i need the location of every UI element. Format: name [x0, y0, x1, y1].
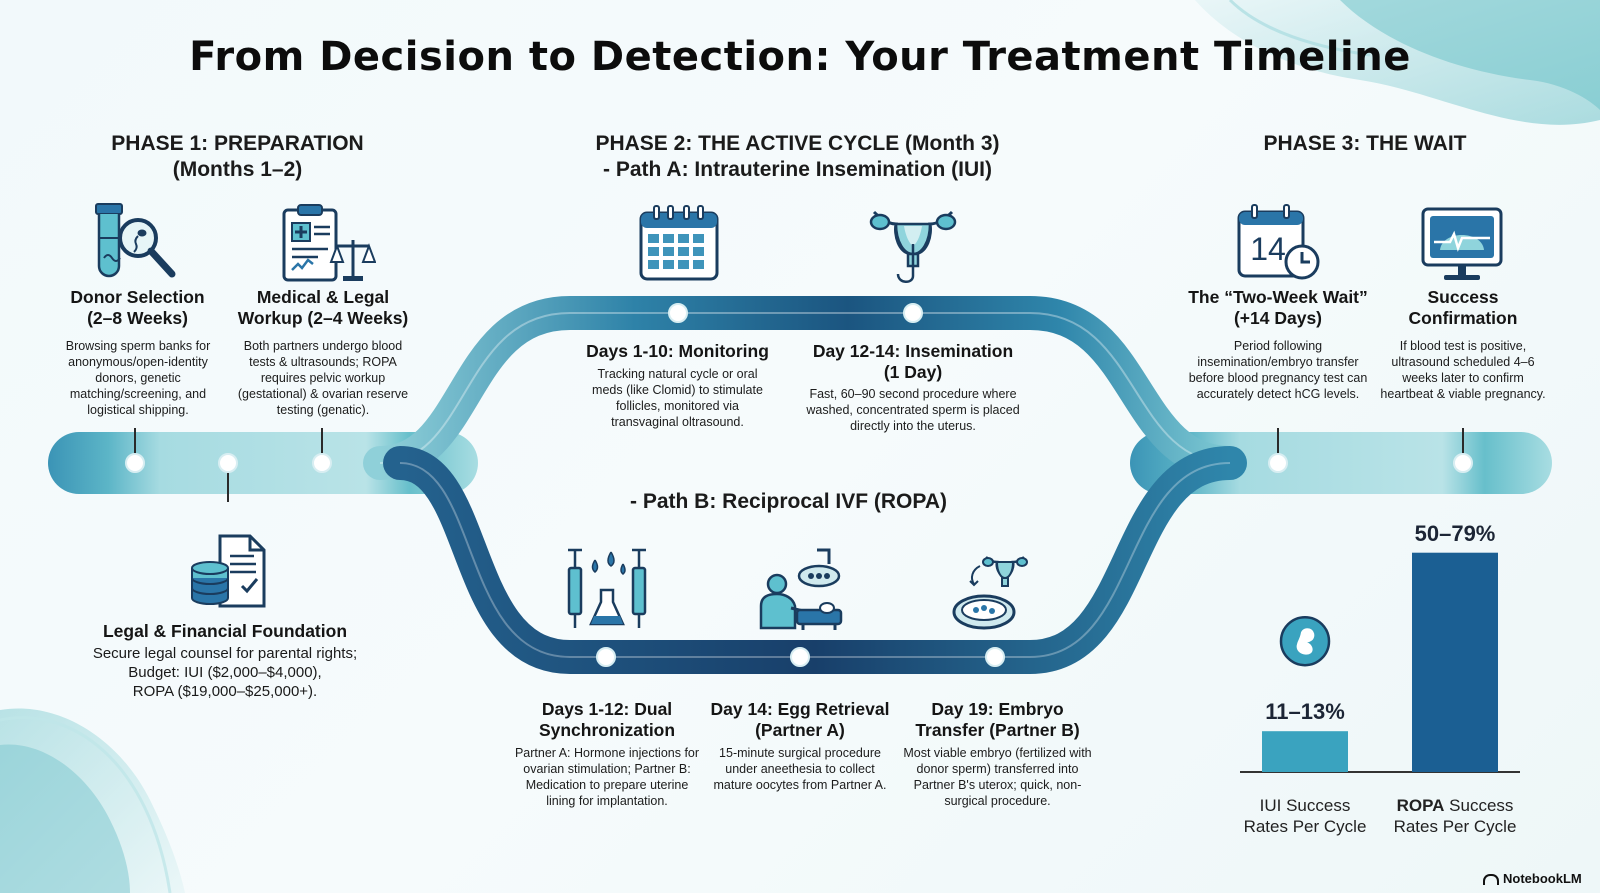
legal-title: Legal & Financial Foundation — [102, 621, 348, 641]
transfer-title: Day 19: Embryo Transfer (Partner B) — [905, 699, 1090, 741]
syringes-vials-icon — [567, 548, 647, 628]
node-wait — [1268, 453, 1288, 473]
donor-title-line1: Donor Selection — [70, 287, 205, 307]
retrieval-title-line1: Day 14: Egg Retrieval — [710, 699, 890, 719]
phase1-title-line1: PHASE 1: PREPARATION — [111, 132, 364, 155]
phase2-title: PHASE 2: THE ACTIVE CYCLE (Month 3) - Pa… — [545, 131, 1050, 182]
path-b-label: - Path B: Reciprocal IVF (ROPA) — [630, 490, 947, 513]
transfer-title-line1: Day 19: Embryo — [931, 699, 1064, 719]
clipboard-scales-icon — [282, 204, 376, 282]
ropa-rate-label: 50–79% — [1414, 520, 1496, 546]
insemination-title-line2: (1 Day) — [883, 362, 943, 382]
calendar-icon — [639, 205, 719, 281]
legal-desc-line2: Budget: IUI ($2,000–$4,000), — [128, 664, 322, 682]
wait-title-line2: (+14 Days) — [1233, 308, 1323, 328]
ropa-bar — [1412, 552, 1498, 772]
success-title: Success Confirmation — [1378, 287, 1548, 329]
medical-desc: Both partners undergo blood tests & ultr… — [237, 339, 409, 417]
transfer-desc: Most viable embryo (fertilized with dono… — [903, 746, 1092, 808]
retrieval-title: Day 14: Egg Retrieval (Partner A) — [700, 699, 900, 741]
iui-label-line2: Rates Per Cycle — [1243, 817, 1367, 837]
node-retrieval — [790, 647, 810, 667]
iui-bar — [1262, 731, 1348, 772]
surgeon-procedure-icon — [759, 548, 843, 630]
iui-label-prefix: IUI — [1259, 796, 1282, 815]
sperm-sample-magnifier-icon — [95, 203, 176, 278]
wait-title: The “Two-Week Wait” (+14 Days) — [1172, 287, 1384, 329]
insemination-title-line1: Day 12-14: Insemination — [812, 341, 1014, 361]
donor-title: Donor Selection (2–8 Weeks) — [55, 287, 220, 329]
sync-desc: Partner A: Hormone injections for ovaria… — [514, 746, 700, 808]
sync-title-line2: Synchronization — [538, 720, 676, 740]
wait-desc: Period following insemination/embryo tra… — [1188, 339, 1368, 401]
medical-title: Medical & Legal Workup (2–4 Weeks) — [228, 287, 418, 329]
insemination-desc: Fast, 60–90 second procedure where washe… — [806, 387, 1020, 433]
success-desc: If blood test is positive, ultrasound sc… — [1380, 339, 1546, 401]
main-band-left — [48, 432, 478, 494]
embryo-dish-uterus-icon — [952, 556, 1028, 630]
medical-title-line2: Workup (2–4 Weeks) — [237, 308, 409, 328]
ultrasound-monitor-icon — [1421, 207, 1503, 280]
node-monitoring — [668, 303, 688, 323]
ropa-label-prefix: ROPA — [1396, 796, 1445, 815]
fetus-icon — [1279, 615, 1331, 667]
donor-desc: Browsing sperm banks for anonymous/open-… — [65, 339, 211, 417]
iui-rate-label: 11–13% — [1265, 699, 1345, 725]
phase3-title: PHASE 3: THE WAIT — [1263, 132, 1467, 155]
uterus-catheter-icon — [869, 210, 957, 283]
success-rate-chart — [1240, 552, 1520, 773]
success-title-line2: Confirmation — [1408, 308, 1518, 328]
ropa-category-label: ROPA Success Rates Per Cycle — [1380, 795, 1530, 838]
donor-title-line2: (2–8 Weeks) — [87, 308, 188, 328]
path-b-track — [383, 446, 1247, 674]
sync-title: Days 1-12: Dual Synchronization — [522, 699, 692, 741]
ropa-label-line2: Rates Per Cycle — [1393, 817, 1517, 837]
wait-title-line1: The “Two-Week Wait” — [1188, 287, 1368, 307]
iui-label-rest: Success — [1281, 796, 1351, 815]
node-transfer — [985, 647, 1005, 667]
path-b-highlight — [399, 462, 1231, 658]
sync-title-line1: Days 1-12: Dual — [541, 699, 673, 719]
monitoring-desc: Tracking natural cycle or oral meds (lik… — [592, 367, 763, 429]
phase2-title-line2: - Path A: Intrauterine Insemination (IUI… — [603, 157, 992, 181]
notebooklm-logo-icon — [1483, 874, 1499, 886]
phase1-title: PHASE 1: PREPARATION (Months 1–2) — [80, 131, 395, 182]
node-legal — [218, 453, 238, 473]
page-title: From Decision to Detection: Your Treatme… — [189, 34, 1411, 80]
coins-document-icon — [191, 534, 266, 608]
node-donor — [125, 453, 145, 473]
calendar-14-clock-icon: 14 — [1237, 204, 1320, 280]
node-success — [1453, 453, 1473, 473]
success-title-line1: Success — [1427, 287, 1499, 307]
monitoring-title: Days 1-10: Monitoring — [586, 341, 769, 361]
legal-desc-line1: Secure legal counsel for parental rights… — [92, 645, 358, 662]
calendar-number: 14 — [1250, 231, 1286, 267]
phase1-title-line2: (Months 1–2) — [172, 157, 303, 181]
medical-title-line1: Medical & Legal — [256, 287, 390, 307]
legal-desc: Secure legal counsel for parental rights… — [55, 644, 395, 702]
logo-text: NotebookLM — [1503, 871, 1582, 886]
node-sync — [596, 647, 616, 667]
node-medical — [312, 453, 332, 473]
retrieval-title-line2: (Partner A) — [755, 720, 845, 740]
insemination-title: Day 12-14: Insemination (1 Day) — [800, 341, 1026, 383]
transfer-title-line2: Transfer (Partner B) — [915, 720, 1080, 740]
retrieval-desc: 15-minute surgical procedure under aneet… — [713, 746, 887, 792]
iui-category-label: IUI Success Rates Per Cycle — [1230, 795, 1380, 838]
legal-desc-line3: ROPA ($19,000–$25,000+). — [132, 683, 318, 701]
notebooklm-logo: NotebookLM — [1483, 871, 1582, 886]
phase2-title-line1: PHASE 2: THE ACTIVE CYCLE (Month 3) — [595, 132, 1000, 155]
path-a-highlight — [379, 312, 1231, 464]
node-insemination — [903, 303, 923, 323]
path-a-track — [363, 296, 1247, 480]
ropa-label-rest: Success — [1444, 796, 1514, 815]
